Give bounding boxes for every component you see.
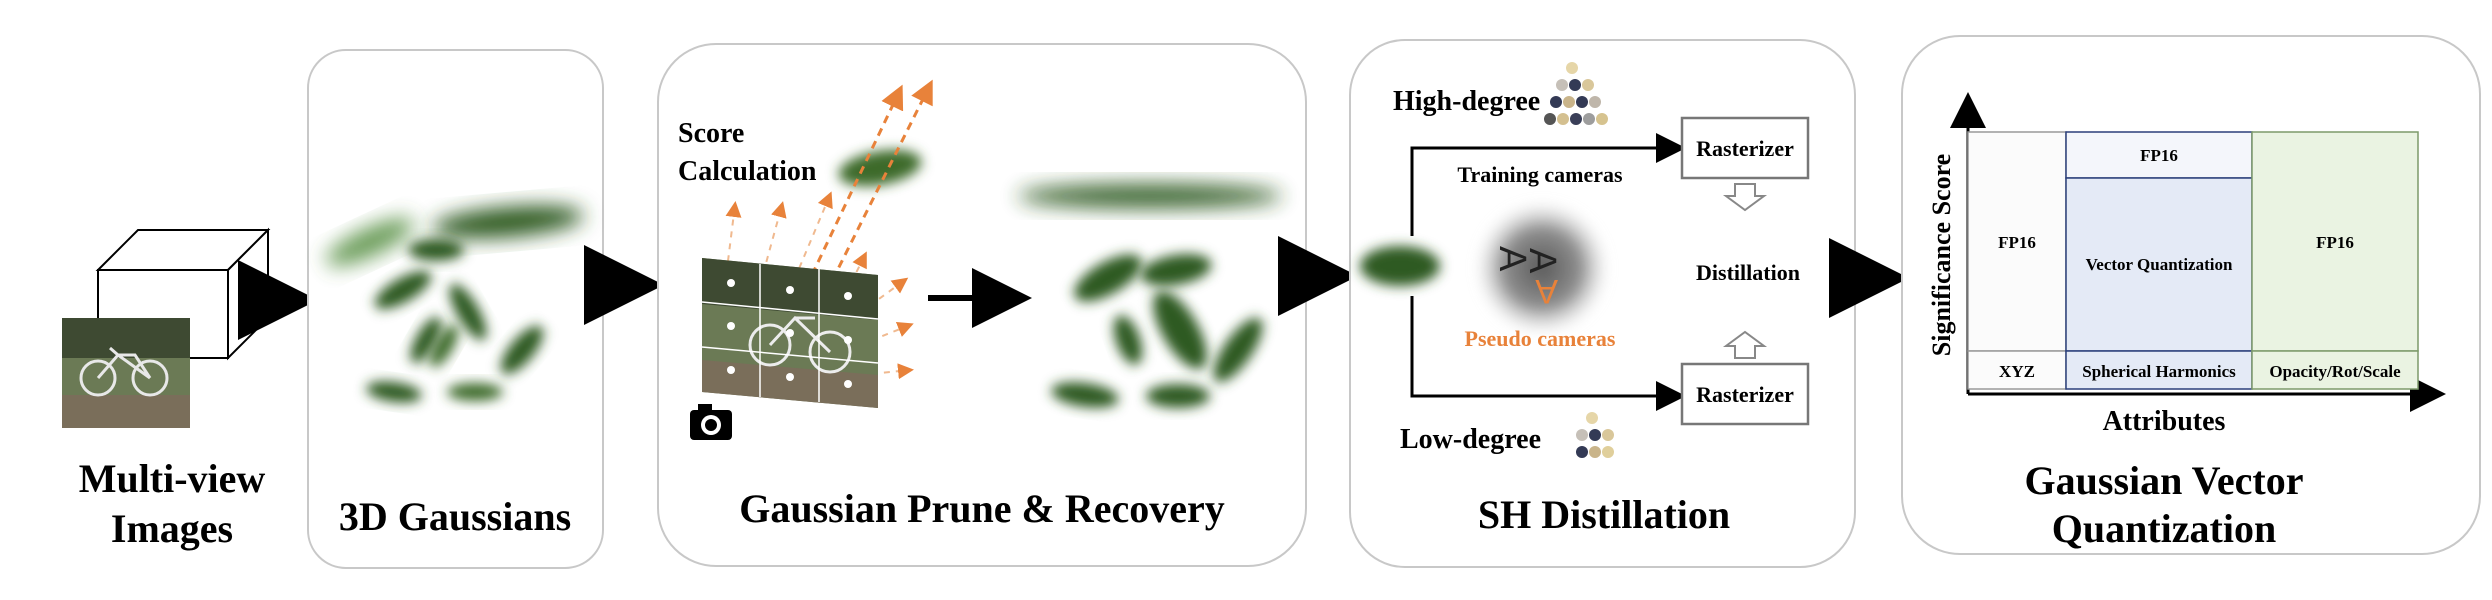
low-degree-label: Low-degree [1400, 424, 1541, 455]
score-calc-line1: Score [678, 118, 744, 149]
rasterizer-top-label: Rasterizer [1696, 136, 1794, 161]
distill-arrow-up [1722, 330, 1768, 359]
training-cameras-label: Training cameras [1457, 162, 1623, 187]
low-degree-sh-icon [1576, 412, 1614, 458]
vq-panel: Significance Score Attributes FP16 XYZ F… [1901, 35, 2481, 555]
letter-a-3: A [1535, 272, 1558, 310]
prune-title: Gaussian Prune & Recovery [739, 486, 1225, 531]
sh-title: SH Distillation [1478, 492, 1730, 537]
sh-panel: High-degree Training cameras A A A Pseud… [1349, 39, 1856, 568]
image-plane [701, 258, 879, 408]
distill-arrow-down [1722, 183, 1768, 212]
xyz-fp16-label: FP16 [1998, 233, 2036, 252]
gaussians-title: 3D Gaussians [339, 494, 571, 539]
gaussian-blobs [326, 205, 584, 403]
vq-title-line2: Quantization [2052, 506, 2276, 551]
ors-fp16-label: FP16 [2316, 233, 2354, 252]
input-title-line1: Multi-view [79, 456, 266, 501]
sh-vq-label: Vector Quantization [2086, 255, 2233, 274]
camera-icon [690, 404, 732, 440]
scored-gaussian [838, 149, 922, 187]
input-title-line2: Images [111, 506, 233, 551]
sh-label: Spherical Harmonics [2082, 362, 2236, 381]
sh-fp16-label: FP16 [2140, 146, 2178, 165]
x-axis-label: Attributes [2103, 406, 2226, 437]
sh-vq-cell [2065, 177, 2253, 352]
vq-title-line1: Gaussian Vector [2025, 458, 2304, 503]
y-axis-label: Significance Score [1927, 154, 1956, 356]
bicycle-photo [62, 318, 190, 428]
input-gaussian [1360, 246, 1440, 286]
xyz-fp16-cell [1967, 131, 2067, 352]
line-to-top-rasterizer [1410, 133, 1686, 236]
xyz-label: XYZ [1999, 362, 2035, 381]
distillation-label: Distillation [1696, 260, 1800, 285]
rasterizer-bottom-box [1680, 362, 1810, 426]
gaussians-panel: 3D Gaussians [307, 49, 604, 569]
score-calc-line2: Calculation [678, 156, 817, 187]
rasterizer-bottom-label: Rasterizer [1696, 382, 1794, 407]
letter-a-2: A [1521, 248, 1563, 274]
ors-fp16-cell [2251, 131, 2419, 352]
xyz-cell [1967, 350, 2067, 390]
sh-cell [2065, 350, 2253, 390]
rasterizer-top-box [1680, 116, 1810, 180]
pruned-gaussian-blobs [1018, 184, 1282, 408]
pseudo-cameras-label: Pseudo cameras [1465, 326, 1616, 351]
ors-cell [2251, 350, 2419, 390]
prune-panel: Score Calculation [657, 43, 1307, 567]
letter-a-1: A [1491, 246, 1533, 272]
render-sphere [1478, 204, 1606, 332]
high-degree-sh-icon [1544, 62, 1608, 125]
ors-label: Opacity/Rot/Scale [2269, 362, 2401, 381]
input-section: Multi-view Images [62, 227, 318, 551]
line-to-bottom-rasterizer [1410, 296, 1686, 411]
high-degree-label: High-degree [1393, 86, 1540, 117]
